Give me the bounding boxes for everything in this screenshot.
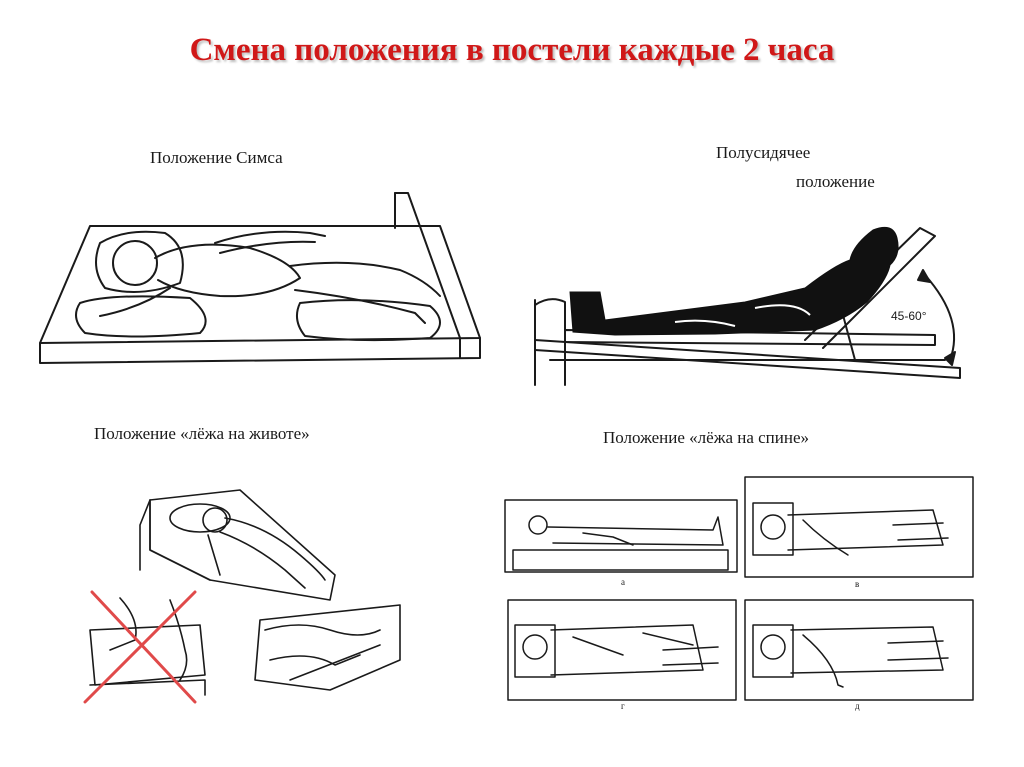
supine-position-illustration: а в г д <box>503 475 978 711</box>
panel-a-frame <box>505 500 737 572</box>
patient-silhouette <box>570 227 898 335</box>
slide-title: Смена положения в постели каждые 2 часа <box>189 32 835 68</box>
sims-position-illustration <box>30 188 500 388</box>
panel-b-frame <box>745 477 973 577</box>
pillow-lower <box>76 296 206 336</box>
incorrect-option-drawing <box>90 625 205 685</box>
patient-leg-bottom <box>295 290 425 323</box>
correct-option-drawing <box>255 605 400 690</box>
prone-pillow <box>170 504 230 532</box>
prone-head <box>203 508 227 532</box>
angle-label: 45-60° <box>891 309 927 323</box>
caption-semi-line2: положение <box>796 172 875 191</box>
caption-sims-position: Положение Симса <box>150 148 283 167</box>
panel-a-label: а <box>621 577 625 587</box>
red-cross-icon <box>85 592 195 702</box>
prone-position-illustration <box>80 480 410 715</box>
patient-arm-lower <box>100 288 170 316</box>
patient-torso <box>155 245 300 297</box>
pillow-upper <box>96 232 183 292</box>
caption-prone-position: Положение «лёжа на животе» <box>94 424 310 443</box>
pillow-leg <box>297 300 440 340</box>
angle-arc <box>925 275 954 360</box>
prone-bed <box>150 490 335 600</box>
bed-frame <box>535 340 960 378</box>
prone-body <box>225 518 325 580</box>
panel-c-frame <box>508 600 736 700</box>
caption-semi-sitting-position: Полусидячее положение <box>716 138 906 196</box>
caption-semi-line1: Полусидячее <box>716 143 811 162</box>
caption-supine-position: Положение «лёжа на спине» <box>603 428 810 447</box>
panel-d-label: д <box>855 701 860 711</box>
patient-arm-upper <box>215 232 325 243</box>
semi-sitting-illustration: 45-60° <box>505 210 970 400</box>
patient-leg-top <box>290 263 440 296</box>
headboard <box>395 193 460 358</box>
mattress-outline <box>40 226 480 343</box>
panel-c-label: г <box>621 701 625 711</box>
patient-head <box>113 241 157 285</box>
panel-d-frame <box>745 600 973 700</box>
panel-b-label: в <box>855 579 859 589</box>
